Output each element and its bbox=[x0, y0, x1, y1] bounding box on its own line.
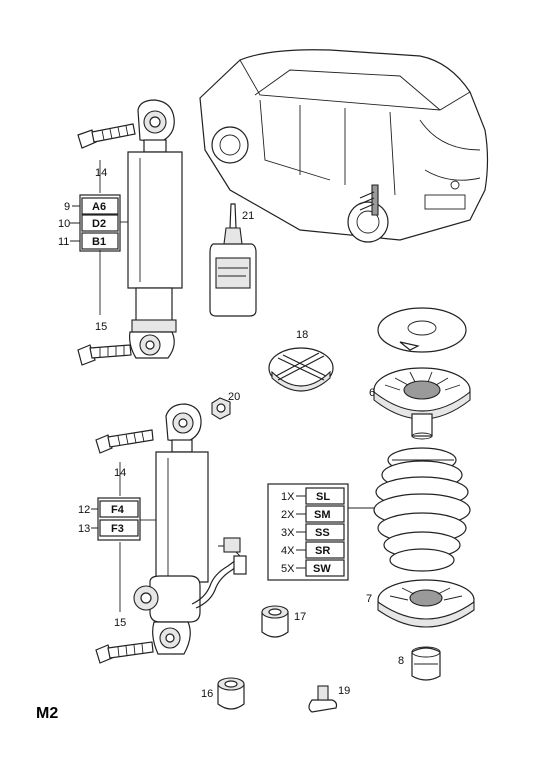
sensor-cable bbox=[191, 537, 247, 609]
callout-8: 8 bbox=[398, 655, 404, 667]
vehicle-illustration bbox=[199, 49, 489, 243]
callout-18: 18 bbox=[296, 329, 308, 341]
code-D2: D2 bbox=[92, 218, 106, 230]
spring-code-table: 1X 2X 3X 4X 5X SL SM SS SR SW bbox=[267, 483, 374, 581]
shock-absorber-lower bbox=[133, 403, 209, 655]
callout-13: 13 bbox=[78, 523, 90, 535]
callout-14-upper: 14 bbox=[95, 167, 107, 179]
code-table-lower: F4 F3 12 13 bbox=[78, 497, 141, 541]
callout-7: 7 bbox=[366, 593, 372, 605]
code-F3: F3 bbox=[111, 523, 124, 535]
callout-2X: 2X bbox=[281, 509, 295, 521]
code-SM: SM bbox=[314, 509, 331, 521]
code-SW: SW bbox=[313, 563, 331, 575]
bolt-part-14-upper bbox=[77, 123, 136, 149]
code-A6: A6 bbox=[92, 201, 106, 213]
callout-20: 20 bbox=[228, 391, 240, 403]
callout-10: 10 bbox=[58, 218, 70, 230]
bushing-part-16: 16 bbox=[201, 677, 245, 710]
bolt-part-15-lower bbox=[95, 641, 154, 664]
bump-stop-part-8: 8 bbox=[398, 646, 441, 681]
code-table-upper: A6 D2 B1 9 10 11 bbox=[58, 194, 121, 252]
callout-12: 12 bbox=[78, 504, 90, 516]
callout-21: 21 bbox=[242, 210, 254, 222]
callout-4X: 4X bbox=[281, 545, 295, 557]
code-SL: SL bbox=[316, 491, 330, 503]
spring-seat-part-7: 7 bbox=[366, 579, 475, 628]
callout-11: 11 bbox=[58, 236, 69, 248]
callout-14-lower: 14 bbox=[114, 467, 126, 479]
callout-17: 17 bbox=[294, 611, 306, 623]
callout-15-lower: 15 bbox=[114, 617, 126, 629]
coil-spring-part bbox=[373, 447, 471, 572]
spring-seat-part-6: 6 bbox=[369, 367, 471, 440]
callout-5X: 5X bbox=[281, 563, 295, 575]
nut-part-20: 20 bbox=[211, 391, 240, 420]
callout-15-upper: 15 bbox=[95, 321, 107, 333]
bolt-part-14-lower bbox=[95, 429, 154, 454]
callout-19: 19 bbox=[338, 685, 350, 697]
code-SS: SS bbox=[315, 527, 330, 539]
shock-absorber-upper bbox=[127, 99, 183, 359]
fluid-bottle-part-21: 21 bbox=[209, 203, 257, 317]
callout-16: 16 bbox=[201, 688, 213, 700]
flat-washer-part bbox=[377, 307, 467, 353]
spring-cap-part-18: 18 bbox=[268, 329, 334, 392]
callout-1X: 1X bbox=[281, 491, 295, 503]
page-code: M2 bbox=[36, 705, 58, 722]
bushing-part-17: 17 bbox=[261, 605, 306, 638]
code-B1: B1 bbox=[92, 236, 106, 248]
code-F4: F4 bbox=[111, 504, 125, 516]
bolt-part-15-upper bbox=[77, 344, 132, 366]
callout-9: 9 bbox=[64, 201, 70, 213]
code-SR: SR bbox=[315, 545, 330, 557]
callout-6: 6 bbox=[369, 387, 375, 399]
clip-part-19: 19 bbox=[308, 685, 350, 713]
callout-3X: 3X bbox=[281, 527, 295, 539]
